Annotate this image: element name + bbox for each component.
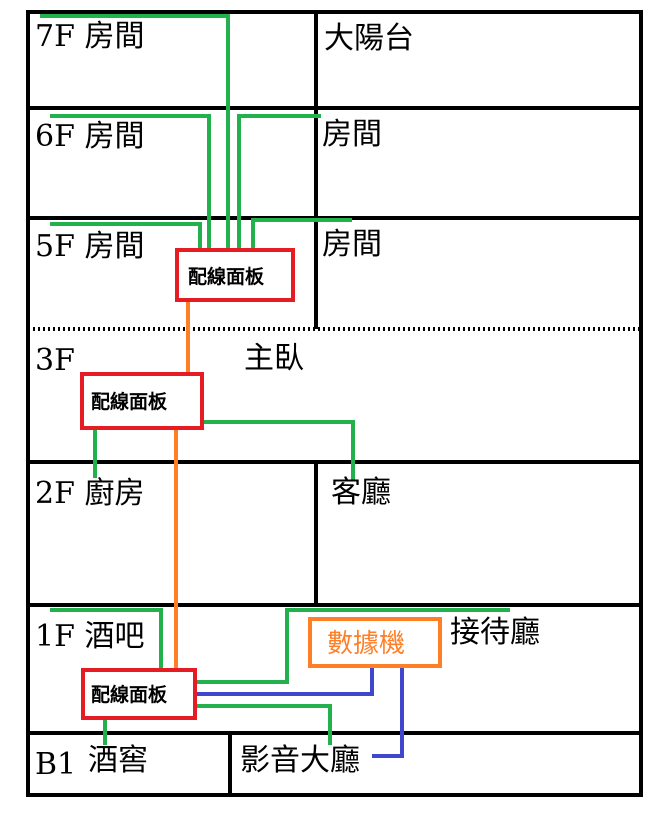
patch-panel-3f: 配線面板 (80, 372, 204, 430)
cable-5f-room2 (251, 218, 352, 250)
patch-panel-5f: 配線面板 (175, 248, 295, 302)
patch-panel-1f-box (81, 668, 197, 720)
building-outline (26, 10, 643, 797)
cable-6f-room (50, 114, 211, 250)
cable-5f-room (50, 222, 202, 250)
room-1f-reception: 接待廳 (450, 615, 540, 650)
room-b1-av: 影音大廳 (240, 743, 360, 778)
room-6f: 6F 房間 (35, 119, 144, 154)
patch-panel-1f: 配線面板 (81, 668, 197, 720)
cable-b1-av (195, 704, 332, 745)
patch-panel-5f-box (175, 248, 295, 302)
room-7f-balcony: 大陽台 (324, 21, 414, 56)
cable-6f-room2 (237, 114, 321, 250)
cable-1f-bar (50, 608, 163, 670)
room-2f: 2F 廚房 (35, 476, 144, 511)
room-3f-master: 主臥 (244, 341, 304, 376)
cable-7f-room (40, 14, 230, 250)
patch-panel-5f-label: 配線面板 (188, 265, 265, 288)
cable-hub-p1 (195, 666, 374, 696)
room-7f: 7F 房間 (35, 19, 144, 54)
room-1f: 1F 酒吧 (35, 619, 144, 654)
cable-hub-av (372, 666, 404, 758)
room-5f-2: 房間 (322, 227, 382, 262)
room-b1-cellar: 酒窖 (88, 743, 148, 778)
room-6f-2: 房間 (322, 117, 382, 152)
green-cables (40, 14, 510, 745)
modem-box (308, 617, 442, 668)
patch-panel-1f-label: 配線面板 (91, 683, 168, 706)
orange-cables (174, 300, 190, 670)
blue-cables (195, 666, 404, 758)
cable-3f-living (202, 420, 355, 480)
patch-panel-3f-label: 配線面板 (91, 390, 168, 413)
modem-label: 數據機 (327, 629, 405, 659)
room-2f-living: 客廳 (331, 475, 391, 510)
cable-1f-reception (195, 608, 510, 684)
floor-3f: 3F (35, 343, 75, 378)
floor-b1: B1 (35, 747, 76, 782)
patch-panel-3f-box (80, 372, 204, 430)
modem: 數據機 (308, 617, 442, 668)
room-5f: 5F 房間 (35, 229, 144, 264)
